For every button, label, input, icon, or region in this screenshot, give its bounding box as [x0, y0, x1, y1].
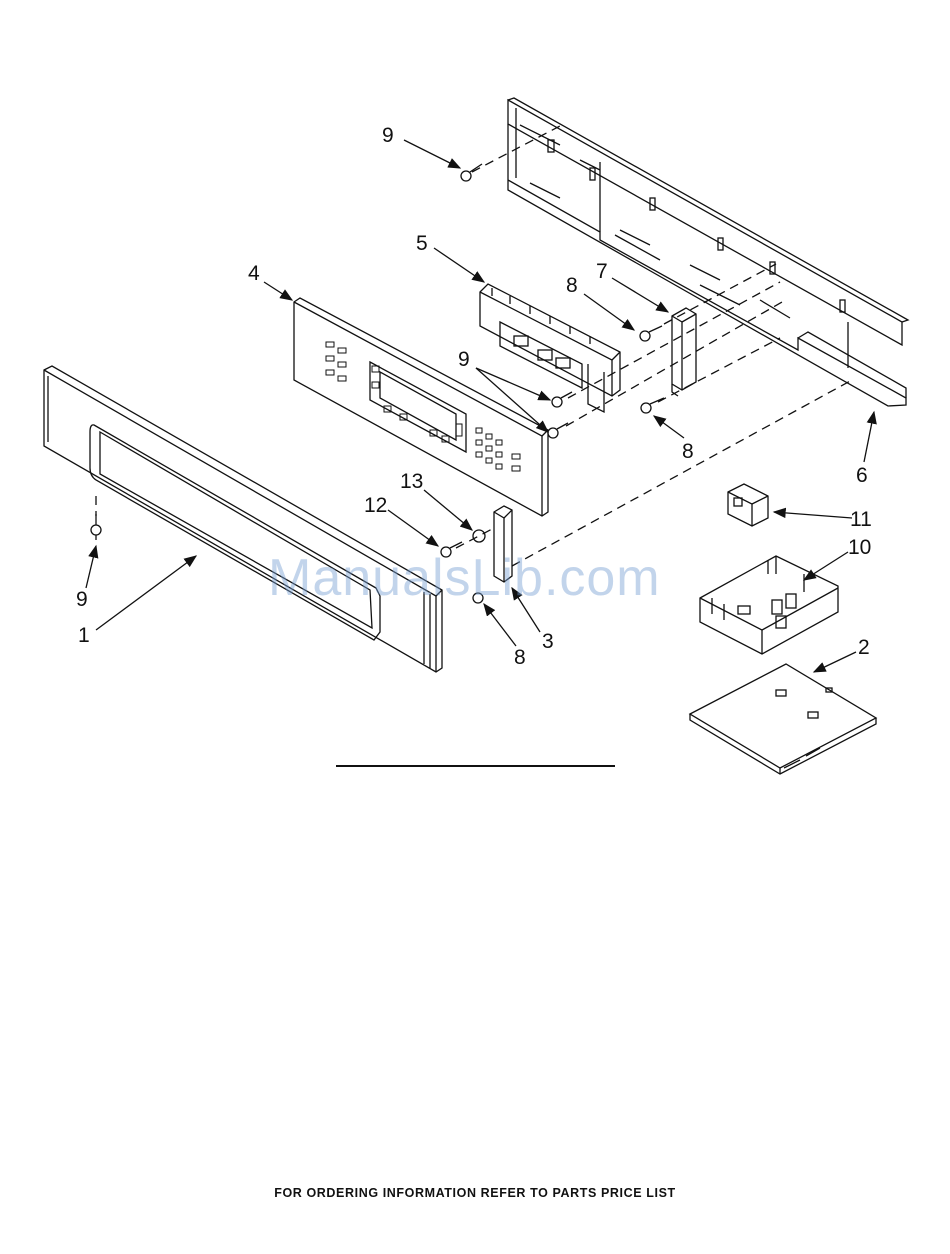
- callout-5: 5: [416, 232, 428, 255]
- callout-4: 4: [248, 262, 260, 285]
- screw-part-8-upper: [640, 326, 662, 341]
- spacer-part-13: [473, 530, 485, 542]
- callout-8-lower: 8: [682, 440, 694, 463]
- control-module-part-5: [480, 284, 620, 412]
- callout-1: 1: [78, 624, 90, 647]
- footer-note: FOR ORDERING INFORMATION REFER TO PARTS …: [0, 1186, 950, 1200]
- callout-11: 11: [850, 508, 872, 531]
- watermark: ManualsLib.com: [268, 548, 661, 608]
- mounting-bracket-part-7: [672, 308, 696, 396]
- callout-10: 10: [848, 536, 871, 559]
- screw-part-9-mid-b: [548, 423, 568, 438]
- screw-part-9-left: [91, 514, 101, 540]
- relay-board-part-10: [700, 556, 838, 654]
- callout-3: 3: [542, 630, 554, 653]
- callout-8-bottom: 8: [514, 646, 526, 669]
- callout-12: 12: [364, 494, 387, 517]
- callout-2: 2: [858, 636, 870, 659]
- callout-7: 7: [596, 260, 608, 283]
- callout-13: 13: [400, 470, 423, 493]
- callout-9-mid: 9: [458, 348, 470, 371]
- callout-9-left: 9: [76, 588, 88, 611]
- cover-plate-part-2: [690, 664, 876, 774]
- switch-part-11: [728, 484, 768, 526]
- section-rule: [336, 765, 615, 767]
- screw-part-9-mid-a: [552, 392, 572, 407]
- callout-8-upper: 8: [566, 274, 578, 297]
- callout-6: 6: [856, 464, 868, 487]
- callout-9-top: 9: [382, 124, 394, 147]
- screw-part-9-top: [461, 164, 482, 181]
